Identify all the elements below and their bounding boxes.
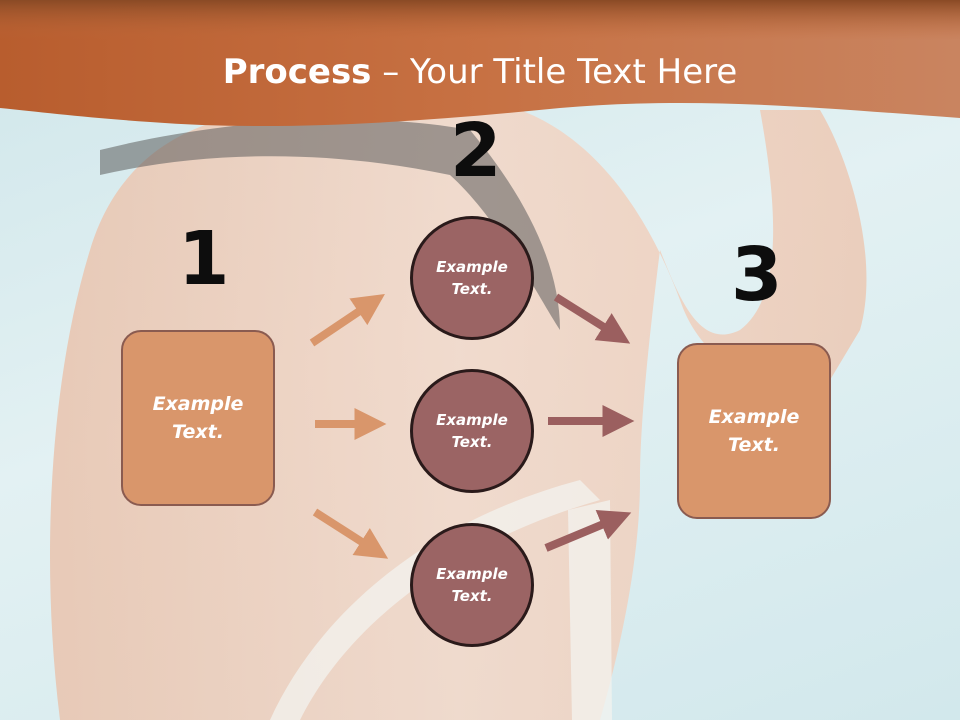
arrow-box1-to-circle1 bbox=[309, 293, 385, 347]
step-box-3: Example Text. bbox=[677, 343, 831, 519]
step-circle-2-label: Example Text. bbox=[436, 410, 508, 452]
step-box-1: Example Text. bbox=[121, 330, 275, 506]
step-number-2: 2 bbox=[450, 108, 502, 194]
step-circle-1: Example Text. bbox=[410, 216, 534, 340]
step-box-1-label: Example Text. bbox=[152, 392, 244, 444]
arrow-box1-to-circle3 bbox=[312, 508, 389, 559]
step-number-3: 3 bbox=[731, 232, 783, 318]
step-number-1: 1 bbox=[178, 216, 230, 302]
step-circle-2: Example Text. bbox=[410, 369, 534, 493]
title-rest: – Your Title Text Here bbox=[371, 52, 738, 92]
step-circle-3: Example Text. bbox=[410, 523, 534, 647]
step-circle-1-label: Example Text. bbox=[436, 257, 508, 299]
arrow-circle1-to-box3 bbox=[553, 293, 631, 344]
title-bold: Process bbox=[222, 52, 372, 92]
arrow-circle3-to-box3 bbox=[544, 510, 632, 552]
page-title: Process – Your Title Text Here bbox=[0, 52, 960, 92]
step-box-3-label: Example Text. bbox=[708, 405, 800, 457]
step-circle-3-label: Example Text. bbox=[436, 564, 508, 606]
